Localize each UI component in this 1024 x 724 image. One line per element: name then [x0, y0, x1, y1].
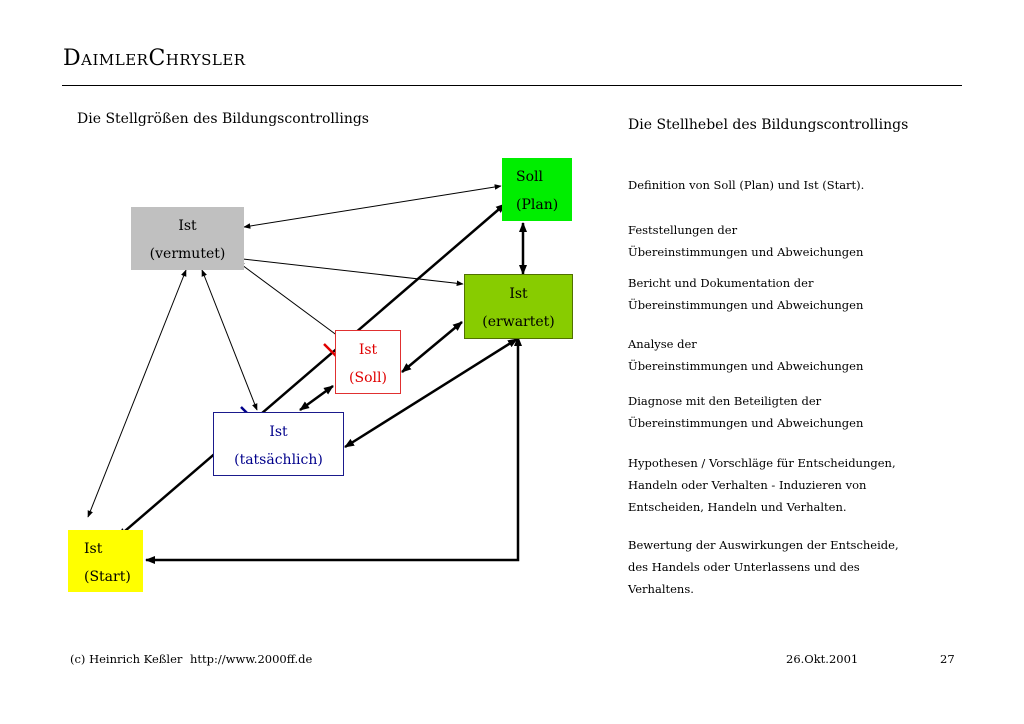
- node-ist-tatsaechlich: Ist (tatsächlich): [213, 412, 344, 476]
- node-line2: (Soll): [349, 370, 387, 386]
- node-ist-soll: Ist (Soll): [335, 330, 401, 394]
- company-logo: DaimlerChrysler: [63, 46, 246, 71]
- arrow-vermutet-plan: [243, 184, 502, 229]
- arrow-soll-erwartet: [401, 321, 463, 373]
- step-7: Bewertung der Auswirkungen der Entscheid…: [628, 534, 928, 600]
- step-2: Feststellungen der Übereinstimmungen und…: [628, 219, 928, 263]
- step-4: Analyse der Übereinstimmungen und Abweic…: [628, 333, 928, 377]
- step-line: des Handels oder Unterlassens und des: [628, 560, 860, 574]
- node-ist-erwartet: Ist (erwartet): [464, 274, 573, 339]
- step-3: Bericht und Dokumentation der Übereinsti…: [628, 272, 928, 316]
- step-6: Hypothesen / Vorschläge für Entscheidung…: [628, 452, 928, 518]
- node-line1: Ist: [84, 541, 103, 557]
- node-line2: (erwartet): [482, 314, 555, 330]
- node-line2: (Start): [84, 569, 131, 585]
- steps-heading: Die Stellhebel des Bildungscontrollings: [628, 117, 909, 133]
- step-line: Verhaltens.: [628, 582, 694, 596]
- step-line: Übereinstimmungen und Abweichungen: [628, 298, 864, 312]
- node-line2: (vermutet): [149, 246, 226, 262]
- page-number: 27: [940, 652, 955, 666]
- step-line: Handeln oder Verhalten - Induzieren von: [628, 478, 867, 492]
- node-soll-plan: Soll (Plan): [502, 158, 572, 221]
- node-line1: Soll: [516, 169, 543, 185]
- node-line1: Ist: [358, 342, 378, 358]
- diagram-heading: Die Stellgrößen des Bildungscontrollings: [77, 111, 369, 127]
- step-line: Analyse der: [628, 337, 697, 351]
- footer-url-link[interactable]: http://www.2000ff.de: [190, 652, 313, 666]
- step-line: Entscheiden, Handeln und Verhalten.: [628, 500, 847, 514]
- step-line: Definition von Soll (Plan) und Ist (Star…: [628, 178, 865, 192]
- step-line: Bericht und Dokumentation der: [628, 276, 814, 290]
- step-5: Diagnose mit den Beteiligten der Überein…: [628, 390, 928, 434]
- node-line2: (tatsächlich): [234, 452, 323, 468]
- footer-author: (c) Heinrich Keßler: [70, 652, 183, 666]
- step-1: Definition von Soll (Plan) und Ist (Star…: [628, 174, 928, 196]
- arrow-vermutet-soll: [237, 261, 343, 340]
- arrow-vermutet-tatsaechlich: [201, 269, 258, 411]
- step-line: Hypothesen / Vorschläge für Entscheidung…: [628, 456, 896, 470]
- step-line: Übereinstimmungen und Abweichungen: [628, 359, 864, 373]
- node-ist-vermutet: Ist (vermutet): [131, 207, 244, 270]
- step-line: Bewertung der Auswirkungen der Entscheid…: [628, 538, 899, 552]
- step-line: Übereinstimmungen und Abweichungen: [628, 416, 864, 430]
- node-line1: Ist: [509, 286, 528, 302]
- header-divider: [62, 85, 962, 86]
- arrow-tatsaechlich-soll: [299, 384, 334, 412]
- step-line: Feststellungen der: [628, 223, 738, 237]
- arrow-vermutet-start: [87, 269, 187, 518]
- footer-date: 26.Okt.2001: [786, 652, 859, 666]
- node-ist-start: Ist (Start): [68, 530, 143, 592]
- node-line2: (Plan): [516, 197, 559, 213]
- node-line1: Ist: [178, 218, 197, 234]
- step-line: Übereinstimmungen und Abweichungen: [628, 245, 864, 259]
- node-line1: Ist: [269, 424, 288, 440]
- arrow-start-erwartet: [145, 336, 522, 564]
- step-line: Diagnose mit den Beteiligten der: [628, 394, 822, 408]
